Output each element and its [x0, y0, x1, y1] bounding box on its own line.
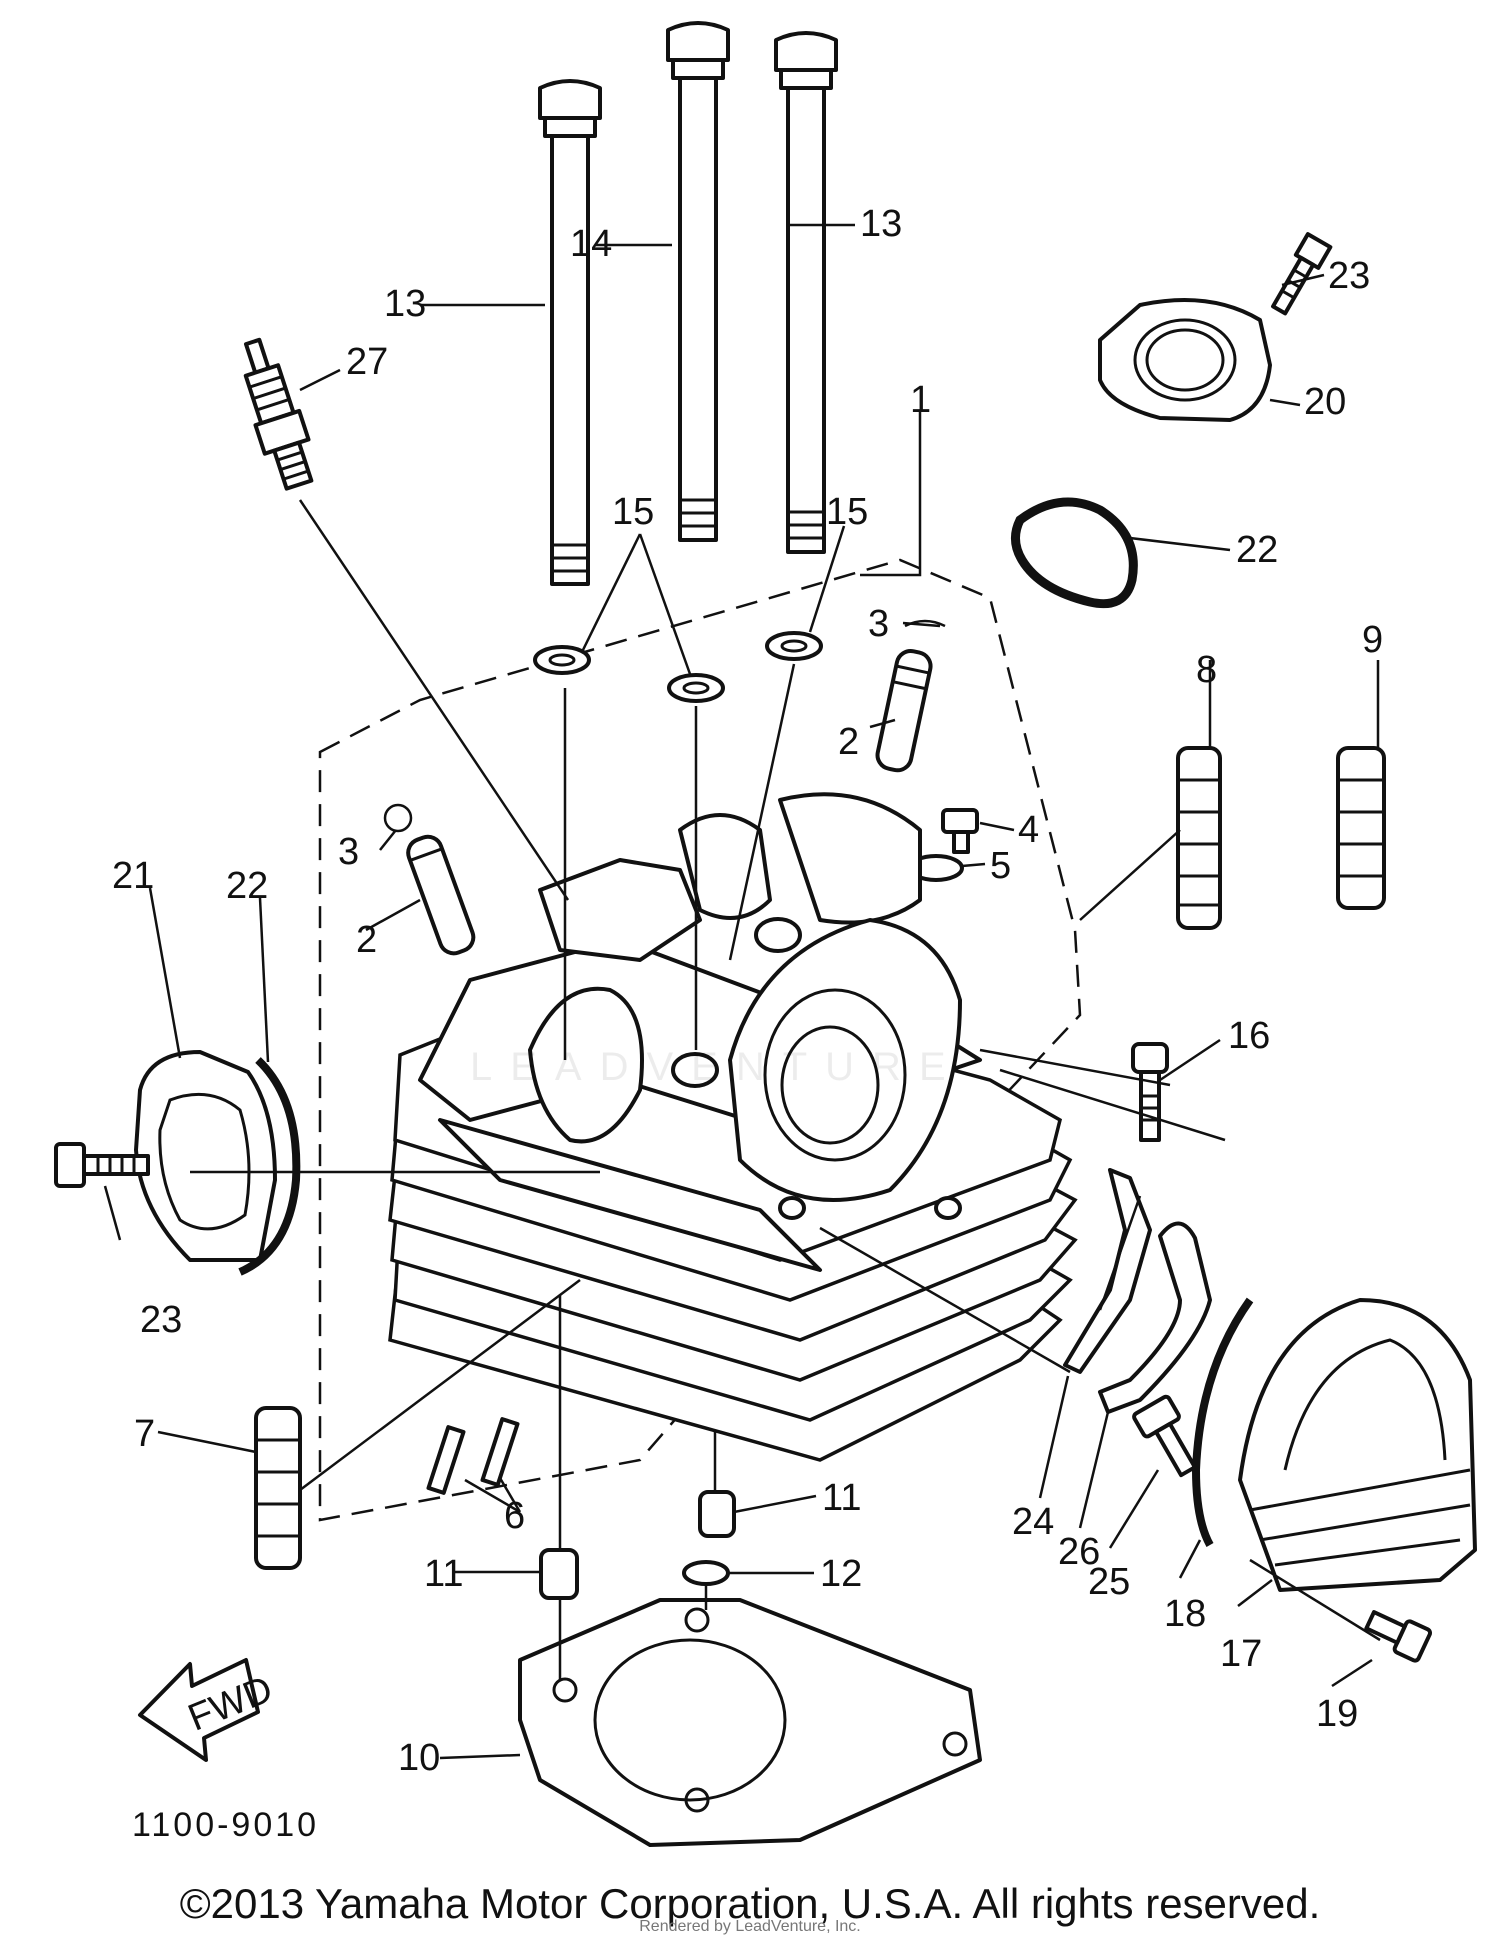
side-cover-gasket-right [1191, 1297, 1254, 1547]
o-ring-top [1011, 497, 1138, 609]
label-24: 24 [1012, 1501, 1054, 1543]
label-25: 25 [1088, 1561, 1130, 1603]
label-16: 16 [1228, 1015, 1270, 1057]
label-15-left: 15 [612, 491, 654, 533]
dowel-pin-9 [1336, 746, 1386, 910]
label-12: 12 [820, 1553, 862, 1595]
watermark-text: LEADVENTURE [470, 1045, 964, 1089]
intake-screw-top [1271, 232, 1333, 316]
pins-6 [426, 1417, 520, 1495]
label-11-right: 11 [822, 1477, 861, 1519]
bolt-4 [941, 808, 979, 854]
forward-arrow: FWD [138, 1658, 278, 1762]
label-7: 7 [134, 1413, 155, 1455]
spark-plug [243, 337, 314, 491]
label-9: 9 [1362, 619, 1383, 661]
side-cover-gasket [238, 1057, 301, 1276]
label-2-left: 2 [356, 919, 377, 961]
bolt-16 [1131, 1042, 1169, 1142]
dowel-pin-7 [254, 1406, 302, 1570]
label-19: 19 [1316, 1693, 1358, 1735]
label-27: 27 [346, 341, 388, 383]
dowel-11-right [698, 1490, 736, 1538]
diagram-code: 1100-9010 [132, 1806, 320, 1844]
render-credit: Rendered by LeadVenture, Inc. [639, 1918, 861, 1935]
label-11-left: 11 [424, 1553, 463, 1595]
label-26: 26 [1058, 1531, 1100, 1573]
label-21: 21 [112, 855, 154, 897]
side-cover-left [134, 1050, 277, 1262]
washer-left [533, 645, 591, 675]
label-10: 10 [398, 1737, 440, 1779]
head-bolt-right [774, 31, 838, 554]
label-13-right: 13 [860, 203, 902, 245]
head-bolt-center [666, 21, 730, 542]
label-23-top: 23 [1328, 255, 1370, 297]
dowel-11-left [539, 1548, 579, 1600]
copyright-notice: ©2013 Yamaha Motor Corporation, U.S.A. A… [179, 1880, 1321, 1927]
label-3-left: 3 [338, 831, 359, 873]
cylinder-head [388, 792, 1078, 1462]
label-14: 14 [570, 223, 612, 265]
leader-lines [103, 223, 1381, 1760]
label-20: 20 [1304, 381, 1346, 423]
head-gasket [518, 1598, 982, 1847]
label-15-right: 15 [826, 491, 868, 533]
part-labels: 13 14 13 23 27 20 1 15 15 22 3 9 8 2 4 5… [112, 203, 1383, 1779]
head-bolt-left [538, 79, 602, 586]
intake-joint [1098, 298, 1272, 422]
stay-26 [1098, 1221, 1212, 1414]
label-17: 17 [1220, 1633, 1262, 1675]
washer-right [765, 631, 823, 661]
label-4: 4 [1018, 809, 1039, 851]
label-5: 5 [990, 845, 1011, 887]
label-18: 18 [1164, 1593, 1206, 1635]
valve-guide-left [406, 834, 476, 956]
screw-19 [1364, 1610, 1432, 1663]
label-1: 1 [910, 379, 931, 421]
side-cover-bolt [54, 1142, 150, 1188]
label-6: 6 [504, 1495, 525, 1537]
label-13-left: 13 [384, 283, 426, 325]
washer-12 [682, 1560, 730, 1586]
label-23-left: 23 [140, 1299, 182, 1341]
bolt-25 [1132, 1394, 1197, 1478]
label-22-top: 22 [1236, 529, 1278, 571]
label-22-left: 22 [226, 865, 268, 907]
clip-left [383, 803, 413, 833]
dowel-pin-8 [1176, 746, 1222, 930]
washer-center [667, 673, 725, 703]
side-cover-right [1238, 1298, 1477, 1592]
assembly-boundary [318, 558, 1082, 1522]
label-2-top: 2 [838, 721, 859, 763]
valve-guide-top [875, 649, 933, 773]
label-8: 8 [1196, 649, 1217, 691]
label-3-top: 3 [868, 603, 889, 645]
